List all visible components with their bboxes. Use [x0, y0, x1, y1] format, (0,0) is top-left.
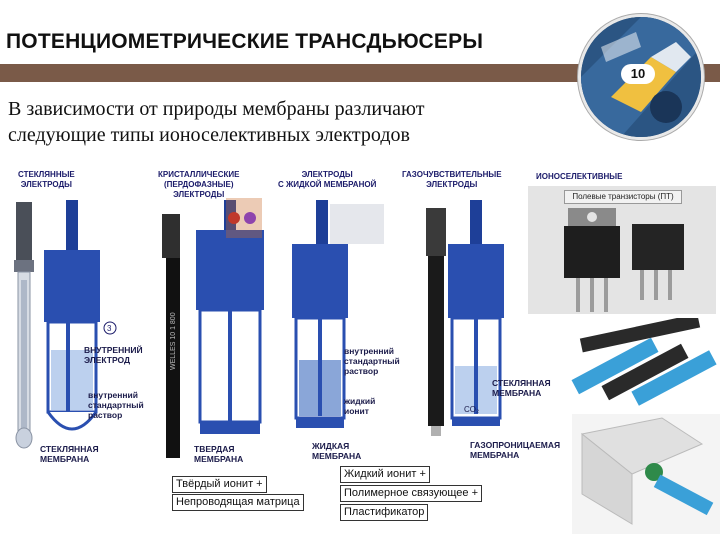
- ion-header: ИОНОСЕЛЕКТИВНЫЕ: [536, 172, 623, 181]
- electrode-diagrams: 3 WELLES 10 1 800 CO₂: [14, 198, 504, 458]
- gas-electrode-rod: [426, 208, 446, 436]
- crystal-header: КРИСТАЛЛИЧЕСКИЕ(ПЕРДОФАЗНЫЕ)ЭЛЕКТРОДЫ: [158, 170, 240, 199]
- subtitle-line-2: следующие типы ионоселективных электродо…: [8, 124, 410, 146]
- glass-electrode: [14, 202, 34, 449]
- sensor-device: [572, 414, 720, 534]
- liquid-electrode-schematic: [292, 200, 384, 428]
- slide-number: 10: [621, 64, 655, 84]
- solid-ionite-box: Твёрдый ионит +: [172, 476, 267, 493]
- fet-caption: Полевые транзисторы (ПТ): [564, 190, 682, 204]
- gas-electrode-schematic: CO₂: [448, 200, 504, 426]
- marker-3: 3: [107, 324, 112, 333]
- globe-icon: [581, 17, 701, 137]
- plasticizer-box: Пластификатор: [340, 504, 429, 521]
- rod-label: WELLES 10 1 800: [170, 312, 177, 370]
- transistor-icon: [564, 208, 684, 312]
- page-title: ПОТЕНЦИОМЕТРИЧЕСКИЕ ТРАНСДЬЮСЕРЫ: [6, 30, 484, 53]
- glass-electrode-schematic: 3: [44, 200, 117, 431]
- accent-band: [0, 64, 720, 82]
- crystal-electrode-schematic: [196, 198, 264, 434]
- subtitle: В зависимости от природы мембраны различ…: [8, 96, 424, 148]
- polymer-binder-box: Полимерное связующее +: [340, 485, 483, 502]
- crystal-electrode-rod: WELLES 10 1 800: [162, 214, 180, 458]
- sensor-strips: [571, 318, 717, 406]
- fet-photo: Полевые транзисторы (ПТ): [528, 186, 716, 314]
- nonconductive-matrix-box: Непроводящая матрица: [172, 494, 304, 511]
- liquid-ionite-box: Жидкий ионит +: [340, 466, 430, 483]
- corner-badge: [578, 14, 704, 140]
- subtitle-line-1: В зависимости от природы мембраны различ…: [8, 98, 425, 120]
- co2-label: CO₂: [464, 405, 479, 414]
